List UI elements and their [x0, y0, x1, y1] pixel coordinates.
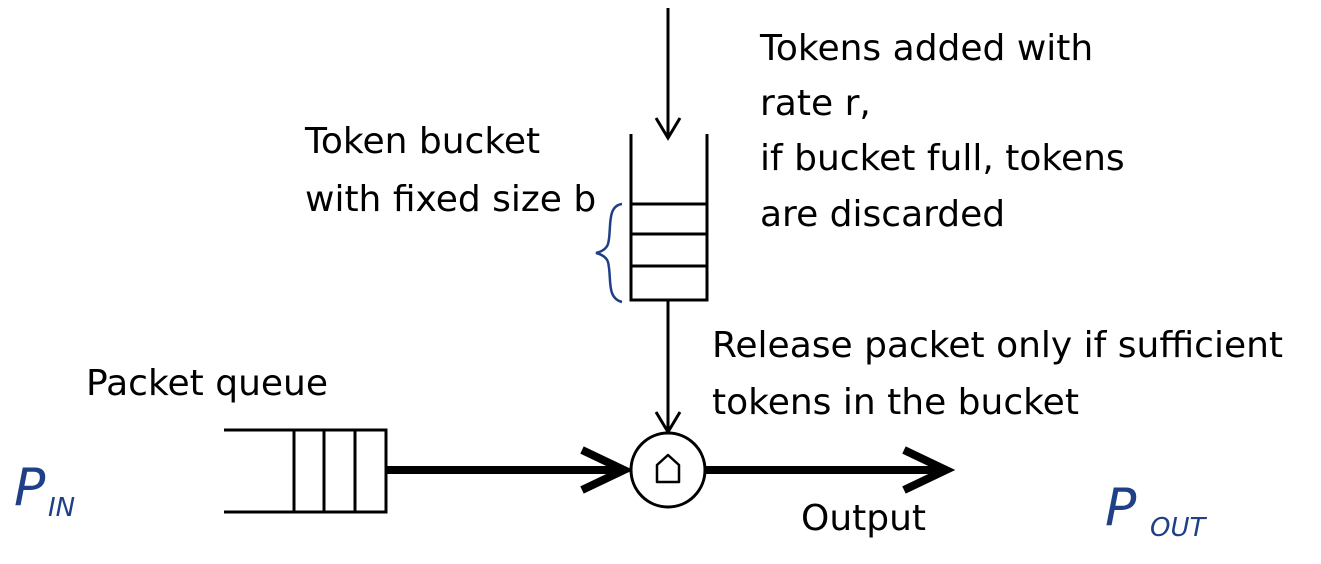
packet-queue [224, 428, 388, 514]
token-bucket-label-line1: Token bucket [304, 121, 540, 162]
release-label-line2: tokens in the bucket [712, 382, 1079, 423]
output-arrowhead [902, 446, 956, 494]
token-input-arrowhead [654, 117, 682, 141]
token-bucket [629, 134, 709, 302]
tokens-added-line2: rate r, [760, 83, 871, 124]
packet-queue-label: Packet queue [86, 363, 328, 404]
p-in-sub: IN [48, 493, 75, 523]
release-gate-node [629, 431, 707, 509]
tokens-added-line1: Tokens added with [759, 28, 1093, 69]
tokens-added-line4: are discarded [760, 194, 1005, 235]
bucket-size-brace [595, 202, 623, 304]
p-out-label: P OUT [1105, 478, 1207, 543]
token-bucket-label-line2: with fixed size b [305, 179, 596, 220]
release-label-line1: Release packet only if sufficient [712, 325, 1283, 366]
output-label: Output [801, 498, 926, 539]
p-out-sub: OUT [1150, 513, 1207, 543]
tokens-added-line3: if bucket full, tokens [760, 138, 1125, 179]
token-bucket-label: Token bucket with fixed size b [304, 121, 596, 220]
tokens-added-label: Tokens added with rate r, if bucket full… [759, 28, 1136, 235]
p-in-label: P IN [14, 458, 75, 523]
p-out-main: P [1105, 478, 1137, 538]
queue-to-gate-arrowhead [580, 446, 634, 494]
p-in-main: P [14, 458, 46, 518]
release-label: Release packet only if sufficient tokens… [712, 325, 1295, 423]
home-icon [655, 453, 681, 484]
